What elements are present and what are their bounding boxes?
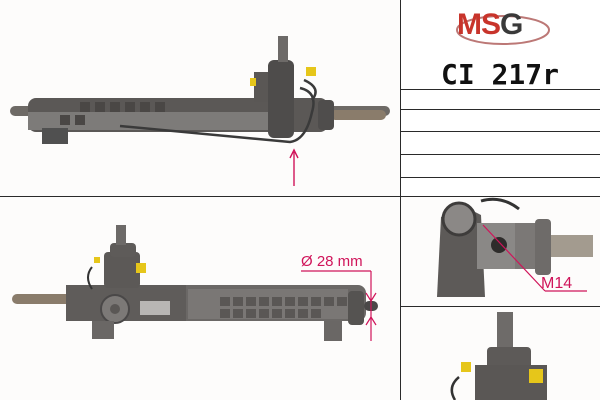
thread-label: M14 xyxy=(541,275,573,292)
steering-rack-side-illustration xyxy=(0,197,400,400)
photo-steering-rack-top xyxy=(0,0,400,196)
arrow-up-icon xyxy=(289,148,299,186)
spec-row-line-2 xyxy=(400,109,600,110)
photo-steering-rack-side: Ø 28 mm xyxy=(0,197,400,400)
divider-horizontal xyxy=(0,196,600,197)
divider-right-mid xyxy=(400,306,600,307)
logo-text: MSG xyxy=(457,8,523,41)
spec-row-line-4 xyxy=(400,154,600,155)
spec-row-line-1 xyxy=(400,89,600,90)
port-closeup-illustration xyxy=(401,197,600,306)
spec-row-line-3 xyxy=(400,131,600,132)
photo-port-closeup: M14 xyxy=(401,197,600,306)
diameter-dimension-line xyxy=(301,270,377,341)
diameter-label: Ø 28 mm xyxy=(301,253,363,270)
valve-closeup-illustration xyxy=(401,307,600,400)
msg-logo: MSG xyxy=(455,8,555,45)
photo-valve-closeup xyxy=(401,307,600,400)
logo-swoosh-icon xyxy=(456,15,550,45)
spec-row-line-5 xyxy=(400,177,600,178)
steering-rack-top-illustration xyxy=(0,0,400,196)
divider-vertical xyxy=(400,0,401,400)
part-number: CI 217r xyxy=(440,58,559,91)
